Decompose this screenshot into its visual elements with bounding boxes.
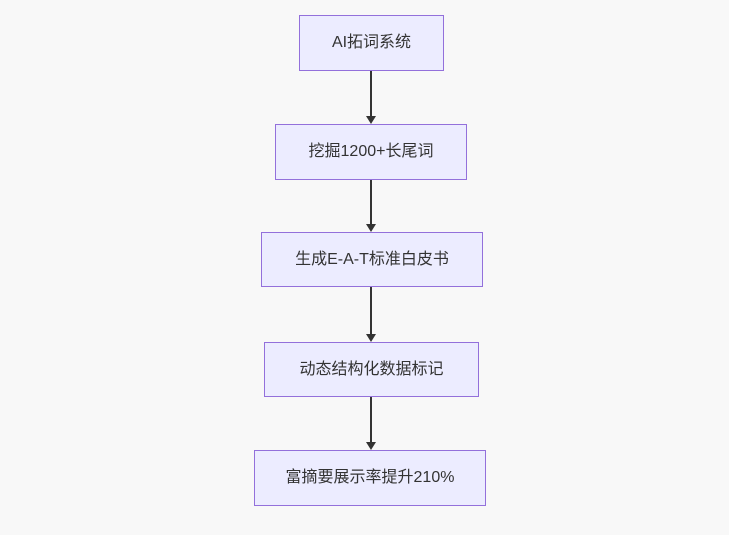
flow-node-eat-whitepaper: 生成E-A-T标准白皮书 (261, 232, 483, 287)
flow-arrow-4 (365, 397, 377, 450)
flow-arrow-3 (365, 287, 377, 342)
arrow-head-down-icon (366, 442, 376, 450)
node-label: 挖掘1200+长尾词 (308, 143, 434, 161)
arrow-head-down-icon (366, 116, 376, 124)
node-label: AI拓词系统 (331, 34, 412, 52)
flow-node-ai-keyword-system: AI拓词系统 (299, 15, 444, 71)
flow-node-longtail-mining: 挖掘1200+长尾词 (275, 124, 467, 180)
arrow-line (370, 71, 372, 117)
flow-arrow-1 (365, 71, 377, 124)
node-label: 动态结构化数据标记 (299, 360, 444, 378)
arrow-head-down-icon (366, 224, 376, 232)
flow-node-structured-data-markup: 动态结构化数据标记 (264, 342, 479, 397)
arrow-line (370, 397, 372, 443)
arrow-line (370, 180, 372, 225)
flow-arrow-2 (365, 180, 377, 232)
node-label: 富摘要展示率提升210% (285, 469, 455, 487)
arrow-head-down-icon (366, 334, 376, 342)
flow-node-rich-snippet-result: 富摘要展示率提升210% (254, 450, 486, 506)
node-label: 生成E-A-T标准白皮书 (295, 250, 449, 268)
arrow-line (370, 287, 372, 335)
